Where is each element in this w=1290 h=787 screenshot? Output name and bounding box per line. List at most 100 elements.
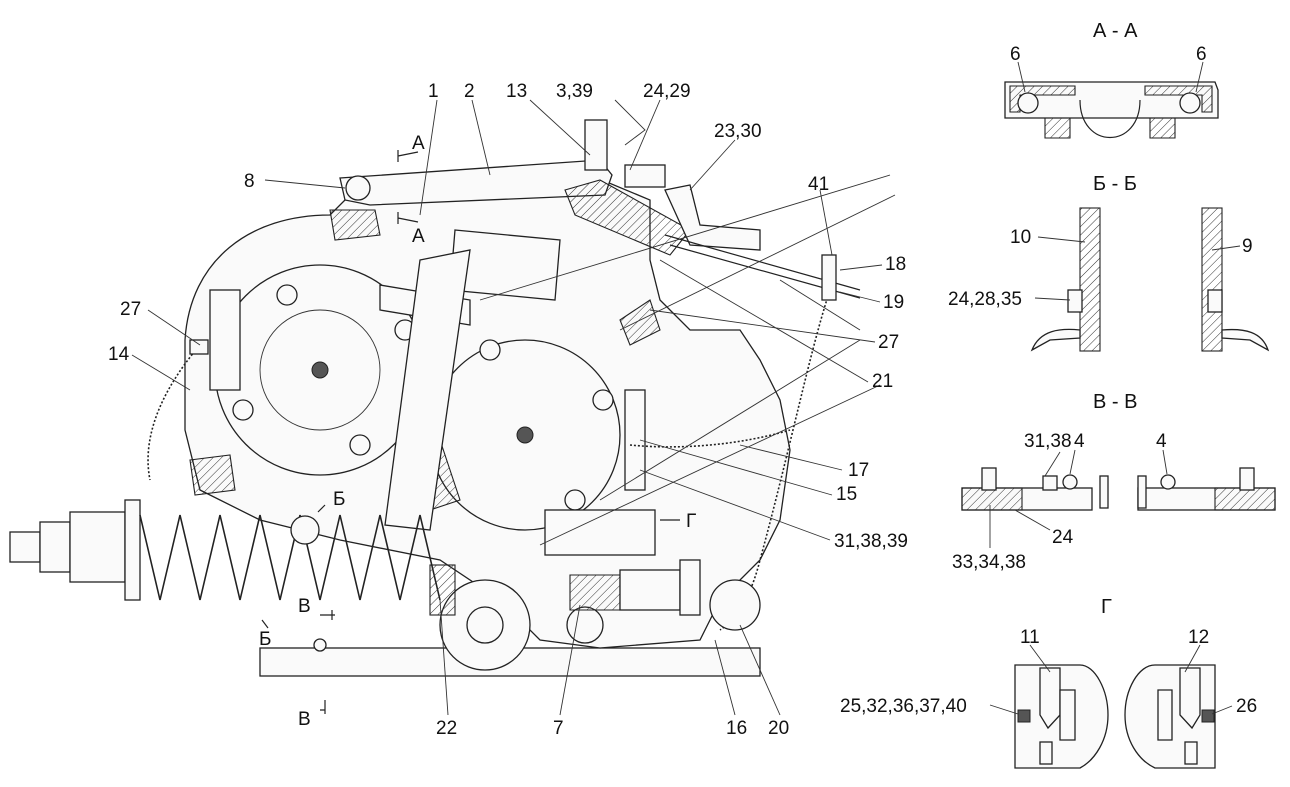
section-vv: В - В 31,38 4 4 24 33,34,38 <box>952 391 1276 573</box>
section-aa-left-leg <box>1044 118 1071 139</box>
vv-roller-4-right <box>1160 474 1176 490</box>
bb-foot-left <box>1030 328 1081 352</box>
leader-4-right <box>1162 449 1168 475</box>
leader-27a <box>147 309 201 346</box>
bb-bolt-left <box>1067 289 1083 313</box>
bb-bolt-right <box>1207 289 1223 313</box>
label-14: 14 <box>108 344 130 365</box>
leader-1 <box>419 99 438 216</box>
label-24-29: 24,29 <box>643 81 691 102</box>
leader-31-38-39 <box>639 469 831 541</box>
cut-v-bottom <box>320 700 326 714</box>
label-3-39: 3,39 <box>556 81 593 102</box>
bb-foot-right <box>1221 328 1270 352</box>
g-pin-left <box>1039 741 1053 765</box>
spring-clip-7 <box>569 574 621 611</box>
leader-27b <box>649 309 876 343</box>
label-10: 10 <box>1010 227 1031 248</box>
leader-14 <box>131 354 191 391</box>
vv-bolt-31 <box>1042 475 1058 491</box>
washer <box>124 499 141 601</box>
vv-bolt-left <box>981 467 997 491</box>
section-g: Г 11 12 25,32,36,37,40 26 <box>840 596 1257 769</box>
section-aa-trough <box>1079 99 1141 138</box>
leader-21 <box>659 259 869 383</box>
section-aa-right-wall <box>1144 85 1213 113</box>
label-7: 7 <box>553 718 564 739</box>
cross-plate-31 <box>544 509 656 556</box>
cable-right <box>719 289 831 631</box>
cut-b-bottom <box>261 619 269 629</box>
cable-14 <box>147 344 201 481</box>
label-24-vv: 24 <box>1052 527 1074 548</box>
section-aa: А - А 6 6 <box>1004 20 1219 139</box>
clip-27 <box>619 299 661 346</box>
leader-long-1 <box>479 174 891 301</box>
leader-15 <box>639 439 833 496</box>
spring-coils <box>139 514 441 601</box>
roller-6-left <box>1017 92 1039 114</box>
leader-16 <box>714 639 736 716</box>
bb-plate-10 <box>1079 207 1101 352</box>
spring-clip-22 <box>429 564 456 616</box>
leader-long-4 <box>539 384 881 546</box>
bracket-13 <box>584 119 608 171</box>
bolt-41 <box>821 254 837 301</box>
spring-clip-top <box>329 209 381 241</box>
label-41: 41 <box>808 174 829 195</box>
leader-17 <box>739 444 843 471</box>
leader-24 <box>1014 509 1051 531</box>
vv-stop-right <box>1137 475 1147 509</box>
roller-20 <box>709 579 761 631</box>
leader-24-29 <box>629 99 661 171</box>
cable-15 <box>629 429 791 448</box>
vv-bolt-right <box>1239 467 1255 491</box>
vv-stop-left <box>1099 475 1109 509</box>
pivot-hatched <box>564 179 691 256</box>
section-g-title: Г <box>1101 596 1112 618</box>
label-24-28-35: 24,28,35 <box>948 289 1022 310</box>
section-bb-title: Б - Б <box>1093 173 1137 195</box>
g-pin-right <box>1184 741 1198 765</box>
g-jaw-12 <box>1179 667 1201 730</box>
small-bolt <box>313 638 327 652</box>
label-31-38: 31,38 <box>1024 431 1072 452</box>
label-26: 26 <box>1236 696 1257 717</box>
section-vv-title: В - В <box>1093 391 1137 413</box>
label-22: 22 <box>436 718 457 739</box>
column-bar <box>384 249 471 531</box>
leader-22 <box>439 599 449 716</box>
nut-2 <box>69 511 126 583</box>
clamp-left <box>209 289 241 391</box>
label-17: 17 <box>848 460 869 481</box>
cut-label-g: Г <box>686 511 696 532</box>
cut-a-bottom <box>397 212 419 224</box>
cut-a-top <box>397 150 419 162</box>
label-27-right: 27 <box>878 332 899 353</box>
bolt-a <box>276 284 298 306</box>
vv-hatch-left <box>961 487 1023 511</box>
label-1: 1 <box>428 81 439 102</box>
leader-long-3 <box>779 279 861 331</box>
leader-6-left <box>1017 61 1026 93</box>
main-view: 1 2 13 3,39 24,29 23,30 8 41 18 19 27 27… <box>9 81 908 739</box>
label-4-left: 4 <box>1074 431 1085 452</box>
g-jaw-11 <box>1039 667 1061 730</box>
motor-hub-center <box>516 426 534 444</box>
motor-hub-left <box>311 361 329 379</box>
leader-31-38 <box>1044 451 1061 477</box>
leader-26 <box>1211 705 1233 715</box>
leader-8 <box>264 179 346 189</box>
roller-7 <box>566 606 604 644</box>
label-18: 18 <box>885 254 906 275</box>
leader-6-right <box>1195 61 1204 93</box>
label-6-left: 6 <box>1010 44 1021 65</box>
motor-inner-left <box>259 309 381 431</box>
leader-12 <box>1184 644 1201 673</box>
bolt-f <box>592 389 614 411</box>
leader-10 <box>1037 236 1086 243</box>
cut-label-b-bottom: Б <box>259 629 271 650</box>
g-insert-11 <box>1059 689 1076 741</box>
label-16: 16 <box>726 718 747 739</box>
